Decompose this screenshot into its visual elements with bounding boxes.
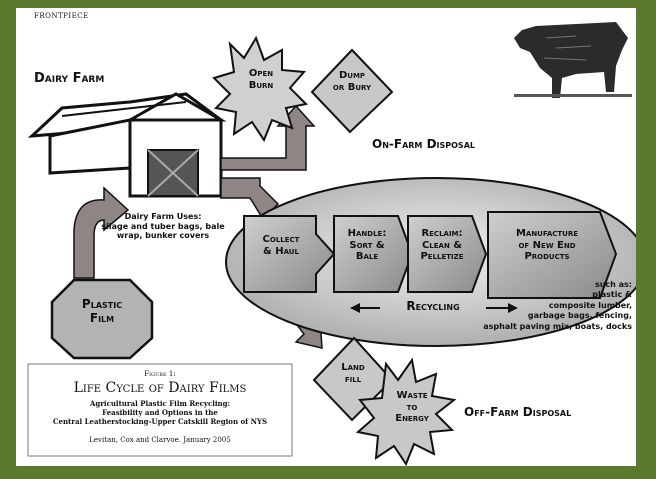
- step-manufacture-line3: Products: [524, 251, 570, 262]
- waste-energy-line3: Energy: [395, 413, 429, 424]
- dump-bury-label: Dump or Bury: [314, 70, 390, 93]
- step-manufacture-line1: Manufacture: [515, 228, 579, 239]
- landfill-line2: fill: [344, 373, 362, 385]
- step-handle-line1: Handle:: [347, 228, 387, 239]
- header-label: Frontpiece: [34, 12, 89, 20]
- caption-figure: Figure 1:: [144, 370, 176, 378]
- open-burn-label: Open Burn: [226, 68, 296, 91]
- waste-energy-line2: to: [406, 401, 418, 413]
- waste-energy-burst: [355, 357, 457, 466]
- caption-subtitle2: Feasibility and Options in the: [102, 408, 218, 417]
- dairy-farm-label: Dairy Farm: [34, 71, 105, 86]
- farm-uses-title: Dairy Farm Uses:: [124, 212, 202, 221]
- caption-title: Life Cycle of Dairy Films: [73, 380, 247, 396]
- open-burn-burst: [212, 35, 309, 143]
- farm-uses-text: silage and tuber bags, bale wrap, bunker…: [101, 222, 225, 241]
- such-as-list: such as: plastic & composite lumber, gar…: [466, 280, 632, 332]
- caption-subtitle3: Central Leatherstocking-Upper Catskill R…: [52, 417, 268, 426]
- off-farm-disposal-label: Off-Farm Disposal: [464, 405, 572, 419]
- plastic-film-label: Plastic Film: [52, 297, 152, 326]
- step-collect-line2: & Haul: [263, 245, 299, 257]
- landfill-line1: Land: [341, 362, 365, 373]
- manufacture-shape: [487, 211, 618, 299]
- diagram-page: { "header_label": "Frontpiece", "dairy_f…: [16, 8, 636, 466]
- diagram-graphics: [27, 22, 636, 466]
- plastic-film-octagon: [50, 278, 154, 360]
- step-manufacture-line2: of New End: [518, 239, 576, 251]
- step-collect-haul: Collect & Haul: [246, 234, 316, 257]
- barn-illustration: [27, 92, 227, 198]
- cow-illustration: [514, 22, 632, 98]
- step-handle-line2: Sort &: [349, 239, 385, 251]
- landfill-label: Land fill: [320, 362, 386, 385]
- film-to-farm-arrow: [73, 186, 130, 279]
- caption-box: [27, 363, 293, 457]
- step-reclaim-line3: Pelletize: [420, 251, 464, 262]
- step-manufacture: Manufacture of New End Products: [488, 228, 606, 263]
- step-reclaim-line1: Reclaim:: [421, 228, 463, 239]
- such-as-line4: asphalt paving mix, boats, docks: [483, 321, 632, 331]
- open-burn-line1: Open: [248, 68, 274, 79]
- plastic-film-line1: Plastic: [81, 297, 123, 311]
- dump-bury-line1: Dump: [338, 70, 366, 81]
- plastic-film-line2: Film: [89, 310, 115, 325]
- recycling-double-arrow: [350, 303, 518, 313]
- recycling-label: Recycling: [406, 299, 460, 313]
- such-as-line2: composite lumber,: [548, 300, 632, 310]
- such-as-line3: garbage bags, fencing,: [527, 311, 632, 321]
- step-reclaim-clean: Reclaim: Clean & Pelletize: [408, 228, 476, 263]
- dump-bury-diamond: [310, 48, 394, 134]
- dump-bury-line2: or Bury: [332, 81, 372, 93]
- such-as-line1: plastic &: [592, 290, 632, 300]
- waste-energy-label: Waste to Energy: [372, 390, 452, 425]
- collect-haul-shape: [243, 215, 336, 293]
- step-collect-line1: Collect: [262, 234, 300, 245]
- step-reclaim-line2: Clean &: [421, 239, 463, 251]
- step-handle-sort: Handle: Sort & Bale: [334, 228, 400, 263]
- open-burn-line2: Burn: [248, 79, 274, 91]
- step-handle-line3: Bale: [355, 251, 379, 262]
- caption-authors: Levitan, Cox and Clarvoe. January 2005: [89, 436, 231, 444]
- on-farm-disposal-label: On-Farm Disposal: [372, 137, 475, 151]
- caption-subtitle1: Agricultural Plastic Film Recycling:: [89, 399, 231, 408]
- handle-sort-shape: [333, 215, 414, 293]
- waste-energy-line1: Waste: [396, 390, 428, 401]
- such-as-line0: such as:: [594, 280, 632, 289]
- reclaim-clean-shape: [407, 215, 488, 293]
